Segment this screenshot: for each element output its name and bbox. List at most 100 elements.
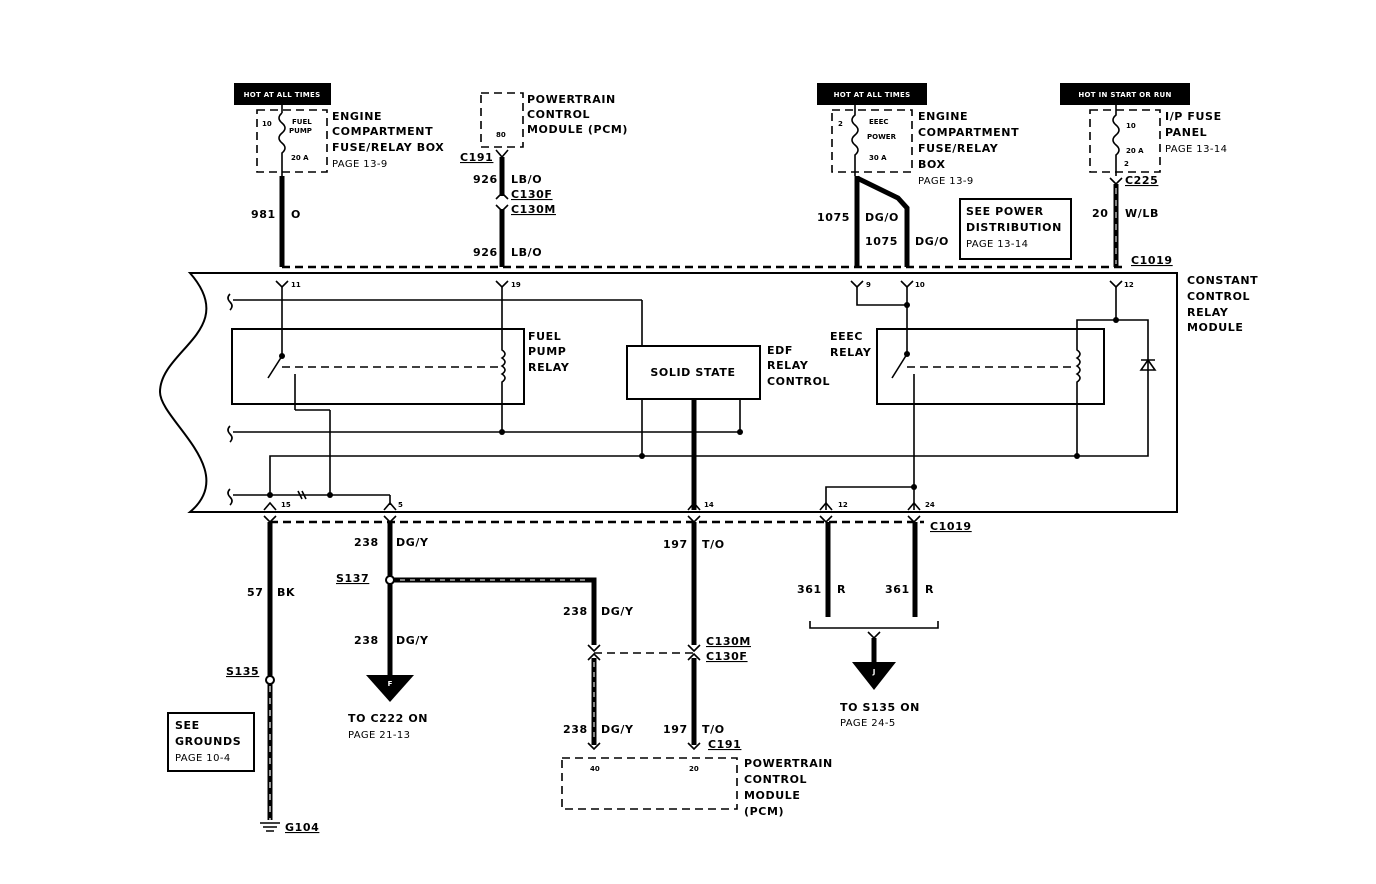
c130m-bottom-connector bbox=[587, 644, 701, 653]
c191-top-label: C191 bbox=[460, 151, 493, 164]
wire-197b-num: 197 bbox=[663, 723, 688, 736]
fp-relay-coil bbox=[500, 287, 506, 432]
s135-splice bbox=[265, 675, 275, 685]
ecf1-line1: ENGINE bbox=[332, 110, 382, 123]
ip-fuse-amp: 20 A bbox=[1126, 147, 1144, 155]
pcm-bot-pin-40: 40 bbox=[590, 765, 600, 773]
fuel-pump-fuse-name1: FUEL bbox=[292, 118, 312, 126]
see-grounds-box bbox=[167, 712, 255, 772]
wire-1075-b bbox=[855, 175, 910, 267]
ground-bus bbox=[269, 455, 1077, 495]
ground-icon bbox=[260, 822, 280, 832]
eeec-power-fuse-box bbox=[831, 109, 913, 173]
fp-relay-label1: FUEL bbox=[528, 330, 561, 343]
wire-238d-color: DG/Y bbox=[601, 723, 634, 736]
wire-361b-num: 361 bbox=[885, 583, 910, 596]
eeec-power-fuse-icon bbox=[851, 105, 859, 176]
c130m-bottom-label: C130M bbox=[706, 635, 751, 648]
pcm-top-line3: MODULE (PCM) bbox=[527, 123, 628, 136]
eeec-fuse-num: 2 bbox=[838, 120, 843, 128]
ecf2-page: PAGE 13-9 bbox=[918, 176, 974, 187]
pin-14-mark bbox=[687, 501, 701, 511]
eeec-fuse-name2: POWER bbox=[867, 133, 897, 141]
solid-state-label: SOLID STATE bbox=[650, 366, 735, 379]
wire-981-color: O bbox=[291, 208, 301, 221]
wire-197b-color: T/O bbox=[702, 723, 725, 736]
s135-label: S135 bbox=[226, 665, 259, 678]
module-line4: MODULE bbox=[1187, 321, 1243, 334]
ip-fuse-pin: 2 bbox=[1124, 160, 1129, 168]
module-line2: CONTROL bbox=[1187, 290, 1250, 303]
pin-12-bottom: 12 bbox=[838, 501, 848, 509]
wire-926a-color: LB/O bbox=[511, 173, 542, 186]
diode-path bbox=[1077, 319, 1149, 457]
ip-fuse-line2: PANEL bbox=[1165, 126, 1207, 139]
hot-badge-2 bbox=[817, 83, 927, 105]
hot-badge-2-text: HOT AT ALL TIMES bbox=[834, 91, 911, 99]
c191-bottom-connector bbox=[587, 742, 701, 751]
wire-238d-num: 238 bbox=[563, 723, 588, 736]
fp-relay-switch bbox=[267, 355, 283, 379]
c130f-top-label: C130F bbox=[511, 188, 553, 201]
pin-10: 10 bbox=[915, 281, 925, 289]
c225-connector bbox=[1109, 177, 1123, 186]
wire-926b-color: LB/O bbox=[511, 246, 542, 259]
wire-238a-num: 238 bbox=[354, 536, 379, 549]
pin-24: 24 bbox=[925, 501, 935, 509]
wire-238a-color: DG/Y bbox=[396, 536, 429, 549]
wire-1075-b-stripe bbox=[862, 185, 899, 205]
wire-361b-color: R bbox=[925, 583, 934, 596]
pin-12-bottom-mark bbox=[819, 501, 833, 511]
fp-relay-label2: PUMP bbox=[528, 345, 566, 358]
break-1 bbox=[227, 293, 233, 311]
eeec-pin-node bbox=[904, 302, 910, 308]
fp-relay-label3: RELAY bbox=[528, 361, 570, 374]
pcm-top-pin: 80 bbox=[496, 131, 506, 139]
pin-5-mark bbox=[383, 501, 397, 511]
ecf2-line4: BOX bbox=[918, 158, 946, 171]
hot-badge-3-text: HOT IN START OR RUN bbox=[1078, 91, 1171, 99]
hot-badge-1 bbox=[234, 83, 331, 105]
c130m-top-label: C130M bbox=[511, 203, 556, 216]
ecf1-page: PAGE 13-9 bbox=[332, 159, 388, 170]
pcm-bot-line3: MODULE bbox=[744, 789, 800, 802]
pin-15: 15 bbox=[281, 501, 291, 509]
to-c222-page: PAGE 21-13 bbox=[348, 730, 410, 741]
module-line3: RELAY bbox=[1187, 306, 1229, 319]
pin-15-mark bbox=[263, 501, 277, 511]
wire-238b-color: DG/Y bbox=[396, 634, 429, 647]
wire-57-num: 57 bbox=[247, 586, 264, 599]
wire-238c-color: DG/Y bbox=[601, 605, 634, 618]
pcm-top-line1: POWERTRAIN bbox=[527, 93, 616, 106]
ss-right-node bbox=[737, 429, 743, 435]
top-pins: 11 19 9 10 12 bbox=[275, 280, 1134, 289]
edf-line3: CONTROL bbox=[767, 375, 830, 388]
to-c222: TO C222 ON bbox=[348, 712, 428, 725]
pcm-top-line2: CONTROL bbox=[527, 108, 590, 121]
eeec-fuse-name1: EEEC bbox=[869, 118, 888, 126]
c130f-bottom-label: C130F bbox=[706, 650, 748, 663]
arrow-f bbox=[366, 675, 414, 702]
eeec-pin9-link bbox=[856, 287, 907, 306]
constant-control-relay-module bbox=[158, 272, 1178, 513]
arrow-f-label: F bbox=[388, 680, 393, 688]
wire-197a-num: 197 bbox=[663, 538, 688, 551]
wire-57-color: BK bbox=[277, 586, 295, 599]
to-s135: TO S135 ON bbox=[840, 701, 920, 714]
see-power-page: PAGE 13-14 bbox=[966, 239, 1028, 250]
see-power-line2: DISTRIBUTION bbox=[966, 221, 1062, 234]
eeec-relay-coil bbox=[1075, 287, 1117, 456]
see-power-line1: SEE POWER bbox=[966, 205, 1044, 218]
wire-238c-num: 238 bbox=[563, 605, 588, 618]
wire-361a-color: R bbox=[837, 583, 846, 596]
c225-label: C225 bbox=[1125, 174, 1158, 187]
pin-24-mark bbox=[907, 501, 921, 511]
bracket-361-connector bbox=[867, 631, 881, 640]
wire-361a-num: 361 bbox=[797, 583, 822, 596]
ecf1-line2: COMPARTMENT bbox=[332, 125, 433, 138]
pcm-bottom-box bbox=[561, 757, 738, 810]
pcm-bot-line2: CONTROL bbox=[744, 773, 807, 786]
ecf2-line3: FUSE/RELAY bbox=[918, 142, 999, 155]
wire-926b-num: 926 bbox=[473, 246, 498, 259]
